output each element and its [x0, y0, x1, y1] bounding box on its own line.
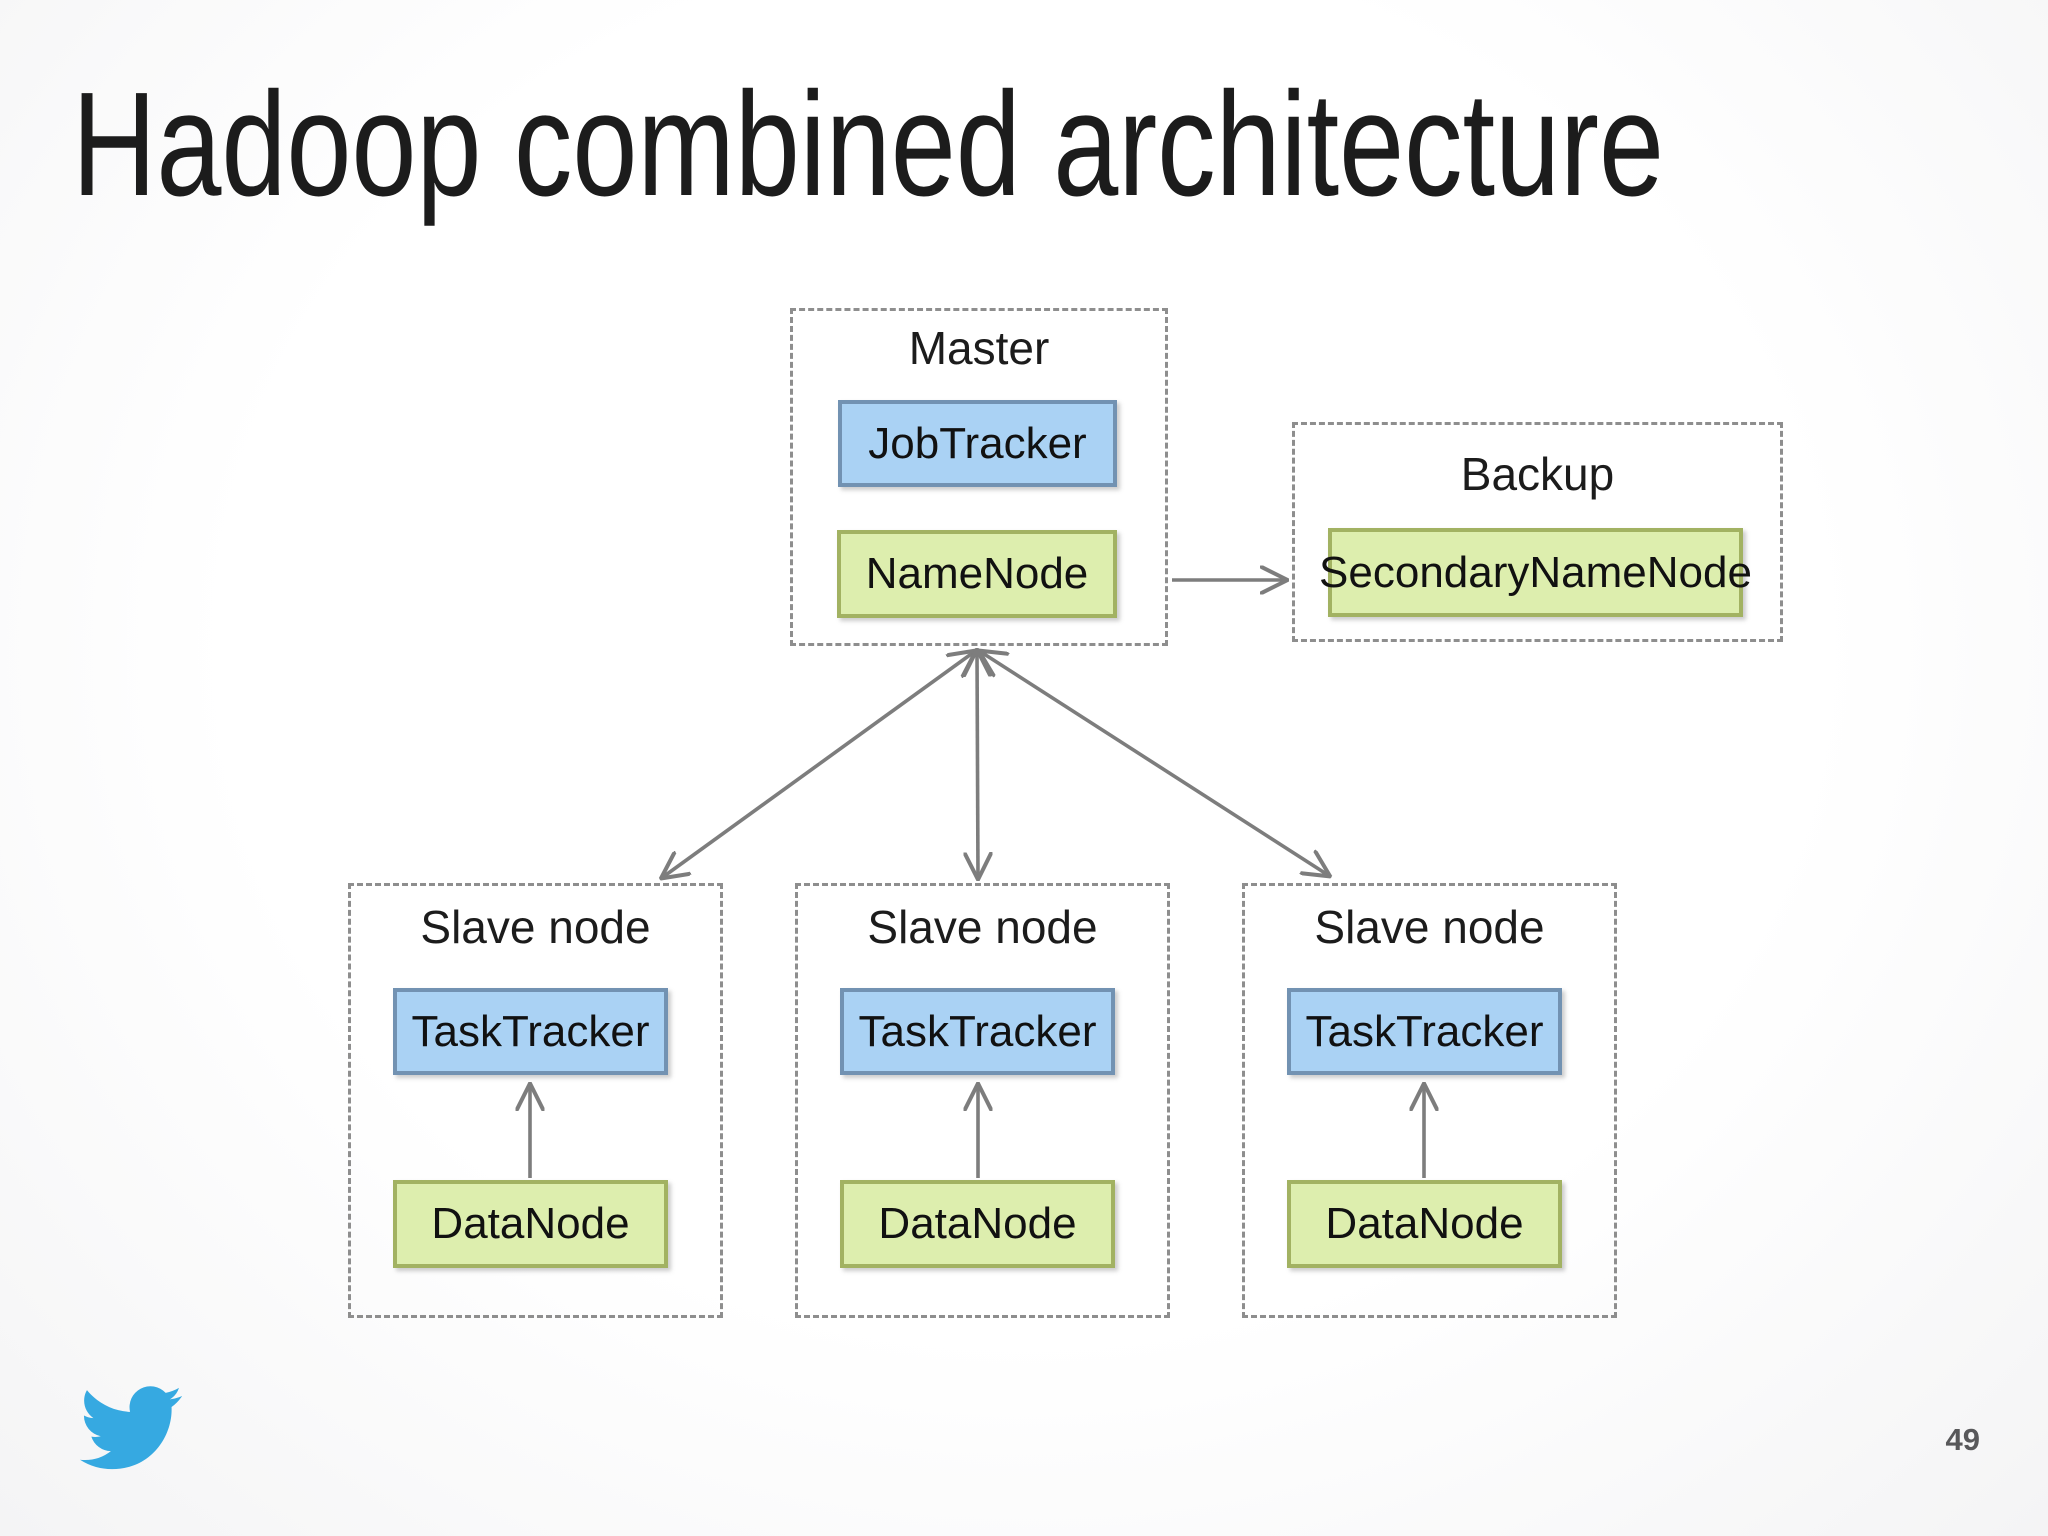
page-title-wrap: Hadoop combined architecture — [72, 62, 1664, 227]
edge-master-slave-3 — [981, 652, 1328, 875]
group-master-label: Master — [908, 322, 1050, 374]
group-backup: Backup SecondaryNameNode — [1292, 422, 1783, 642]
page-number: 49 — [1945, 1422, 1980, 1457]
edge-master-slave-2 — [977, 652, 978, 877]
node-tasktracker-1: TaskTracker — [393, 988, 668, 1075]
group-slave-2-label: Slave node — [867, 901, 1098, 953]
group-slave-3-label: Slave node — [1314, 901, 1545, 953]
node-jobtracker: JobTracker — [838, 400, 1117, 487]
node-datanode-2: DataNode — [840, 1180, 1115, 1268]
group-slave-3: Slave node TaskTracker DataNode — [1242, 883, 1617, 1318]
group-master: Master JobTracker NameNode — [790, 308, 1168, 646]
node-tasktracker-2: TaskTracker — [840, 988, 1115, 1075]
node-secondarynamenode: SecondaryNameNode — [1319, 528, 1752, 617]
group-slave-1: Slave node TaskTracker DataNode — [348, 883, 723, 1318]
node-tasktracker-3: TaskTracker — [1287, 988, 1562, 1075]
node-datanode-1: DataNode — [393, 1180, 668, 1268]
edge-master-slave-1 — [663, 652, 974, 877]
group-slave-2: Slave node TaskTracker DataNode — [795, 883, 1170, 1318]
twitter-bird-icon — [80, 1386, 182, 1470]
group-slave-1-label: Slave node — [420, 901, 651, 953]
node-datanode-3: DataNode — [1287, 1180, 1562, 1268]
node-namenode: NameNode — [837, 530, 1117, 618]
page-title: Hadoop combined architecture — [72, 62, 1664, 227]
group-backup-label: Backup — [1460, 448, 1615, 500]
